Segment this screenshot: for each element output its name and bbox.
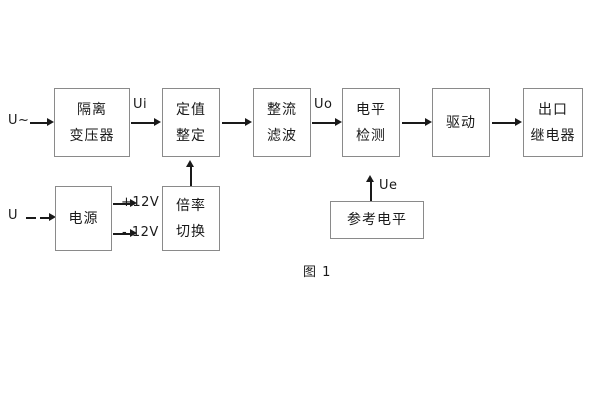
arrow-setting-value-to-rectify-filter <box>222 118 252 127</box>
arrow-input-ac-to-isolation-transformer <box>30 118 54 127</box>
block-drive-line-1: 驱动 <box>446 114 476 131</box>
signal-label-rail-positive: +12V <box>121 195 160 210</box>
block-reference-level-line-1: 参考电平 <box>347 212 407 228</box>
block-output-relay: 出口 继电器 <box>523 88 583 157</box>
arrow-power-supply-rail-negative <box>113 229 137 238</box>
block-output-relay-line-2: 继电器 <box>530 127 576 144</box>
arrow-reference-level-to-level-detection <box>366 175 375 201</box>
signal-label-ui: Ui <box>133 97 148 112</box>
block-multiplier-switch-line-1: 倍率 <box>176 197 206 214</box>
block-rectify-filter-line-2: 滤波 <box>267 127 297 144</box>
block-isolation-transformer-line-2: 变压器 <box>69 127 115 144</box>
block-level-detection: 电平 检测 <box>342 88 400 157</box>
block-setting-value: 定值 整定 <box>162 88 220 157</box>
block-rectify-filter-line-1: 整流 <box>267 101 297 118</box>
arrow-level-detection-to-drive <box>402 118 432 127</box>
block-setting-value-line-1: 定值 <box>176 101 206 118</box>
block-output-relay-line-1: 出口 <box>538 101 568 118</box>
signal-label-input-dc: U <box>8 208 19 223</box>
block-rectify-filter: 整流 滤波 <box>253 88 311 157</box>
arrow-drive-to-output-relay <box>492 118 522 127</box>
arrow-input-dc-to-power-supply <box>40 213 56 222</box>
signal-label-ue: Ue <box>379 178 398 193</box>
block-level-detection-line-2: 检测 <box>356 127 386 144</box>
signal-label-uo: Uo <box>314 97 333 112</box>
figure-caption: 图 1 <box>303 265 332 280</box>
block-power-supply: 电源 <box>55 186 112 251</box>
signal-label-input-ac: U~ <box>8 113 30 128</box>
arrow-multiplier-switch-to-setting-value <box>186 160 195 186</box>
block-level-detection-line-1: 电平 <box>356 101 386 118</box>
arrow-power-supply-rail-positive <box>113 199 137 208</box>
connector-dash-input-dc <box>26 217 36 219</box>
arrow-isolation-transformer-to-setting-value <box>131 118 161 127</box>
arrow-rectify-filter-to-level-detection <box>312 118 342 127</box>
block-isolation-transformer-line-1: 隔离 <box>77 101 107 118</box>
block-multiplier-switch: 倍率 切换 <box>162 186 220 251</box>
block-multiplier-switch-line-2: 切换 <box>176 223 206 240</box>
block-power-supply-line-1: 电源 <box>68 210 99 227</box>
signal-label-rail-negative: - 12V <box>122 225 159 240</box>
block-setting-value-line-2: 整定 <box>176 127 206 144</box>
block-drive: 驱动 <box>432 88 490 157</box>
block-reference-level: 参考电平 <box>330 201 424 239</box>
block-isolation-transformer: 隔离 变压器 <box>54 88 130 157</box>
